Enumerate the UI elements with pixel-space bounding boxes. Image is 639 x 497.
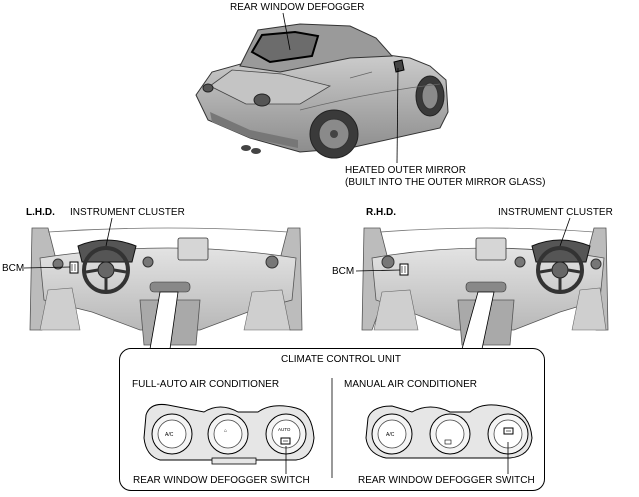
knob-ac-label-full: A/C	[165, 432, 174, 438]
car-rear-view	[195, 23, 449, 159]
leader-bcm-right	[355, 269, 401, 272]
full-auto-panel: ⌂	[143, 404, 315, 465]
rhd-dashboard	[361, 227, 609, 346]
leader-heated-outer-mirror	[396, 67, 399, 164]
leader-instrument-cluster-right	[559, 217, 571, 247]
manual-panel	[365, 404, 533, 459]
label-heated-outer-mirror-note: (BUILT INTO THE OUTER MIRROR GLASS)	[345, 177, 546, 188]
label-rhd: R.H.D.	[366, 207, 396, 218]
label-instrument-cluster-right: INSTRUMENT CLUSTER	[498, 207, 613, 218]
label-defogger-switch-right: REAR WINDOW DEFOGGER SWITCH	[358, 475, 535, 486]
label-defogger-switch-left: REAR WINDOW DEFOGGER SWITCH	[133, 475, 310, 486]
leader-rear-window-defogger	[282, 12, 291, 51]
lhd-dashboard	[29, 227, 303, 346]
label-climate-control-unit: CLIMATE CONTROL UNIT	[281, 354, 402, 365]
leader-bcm-left	[23, 266, 71, 269]
knob-auto-label: AUTO	[278, 427, 291, 432]
knob-ac-label-manual: A/C	[386, 432, 395, 438]
label-manual-ac: MANUAL AIR CONDITIONER	[344, 379, 477, 390]
svg-text:⌂: ⌂	[224, 428, 227, 434]
label-full-auto-ac: FULL-AUTO AIR CONDITIONER	[132, 379, 280, 390]
label-bcm-right: BCM	[332, 266, 355, 277]
label-instrument-cluster-left: INSTRUMENT CLUSTER	[70, 207, 185, 218]
label-lhd: L.H.D.	[26, 207, 55, 218]
label-rear-window-defogger: REAR WINDOW DEFOGGER	[230, 2, 365, 13]
label-bcm-left: BCM	[2, 263, 25, 274]
leader-instrument-cluster-left	[105, 217, 113, 247]
label-heated-outer-mirror: HEATED OUTER MIRROR	[345, 165, 466, 176]
